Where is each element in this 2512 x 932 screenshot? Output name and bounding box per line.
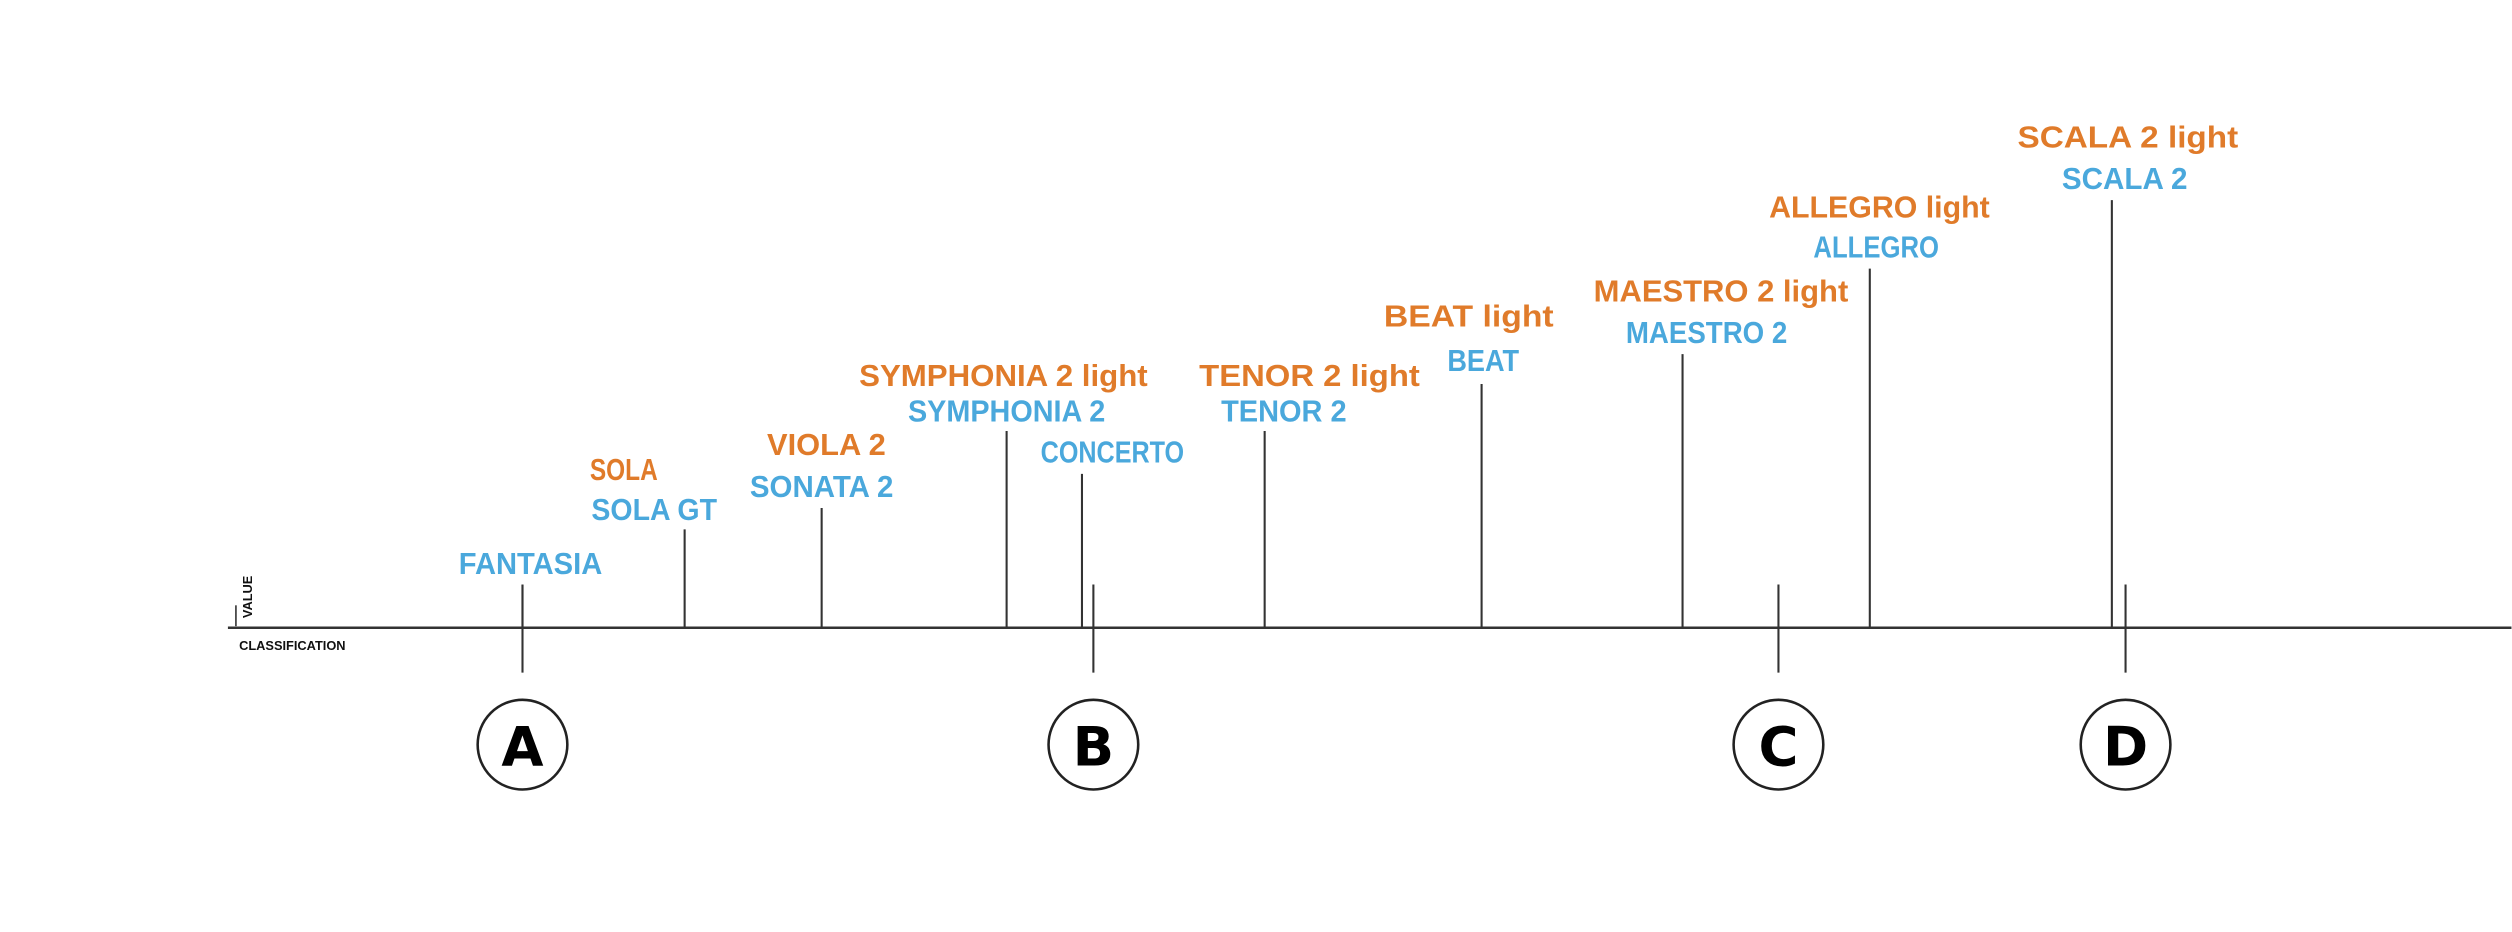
product-label-light: BEAT light	[1384, 299, 1554, 333]
product-label-standard: SCALA 2	[2062, 162, 2188, 196]
product-label-light: SCALA 2 light	[2018, 120, 2239, 154]
product-label-light: VIOLA 2	[767, 428, 886, 462]
product-label-standard: FANTASIA	[459, 547, 603, 581]
product-label-light: SYMPHONIA 2 light	[859, 359, 1148, 393]
classification-label: A	[501, 714, 543, 778]
classification-badge	[476, 698, 569, 791]
product-label-light: TENOR 2 light	[1199, 359, 1420, 393]
product-label-light: SOLA	[590, 453, 658, 487]
product-label-standard: BEAT	[1447, 344, 1519, 378]
product-label-light: ALLEGRO light	[1769, 190, 1990, 224]
classification-label: B	[1073, 714, 1115, 778]
y-axis-label: VALUE	[240, 575, 255, 618]
product-label-standard: ALLEGRO	[1813, 230, 1939, 264]
classification-badge	[1732, 698, 1825, 791]
product-label-standard: CONCERTO	[1041, 436, 1184, 470]
classification-label: C	[1758, 714, 1798, 778]
product-label-standard: SONATA 2	[750, 470, 893, 504]
classification-label: D	[2103, 714, 2148, 778]
classification-badge	[1047, 698, 1140, 791]
product-label-standard: TENOR 2	[1221, 394, 1347, 428]
product-label-standard: SYMPHONIA 2	[908, 394, 1105, 428]
classification-badge	[2079, 698, 2172, 791]
product-label-light: MAESTRO 2 light	[1594, 274, 1849, 308]
x-axis-label: CLASSIFICATION	[239, 638, 345, 653]
product-label-standard: SOLA GT	[591, 493, 717, 527]
product-label-standard: MAESTRO 2	[1626, 316, 1787, 350]
